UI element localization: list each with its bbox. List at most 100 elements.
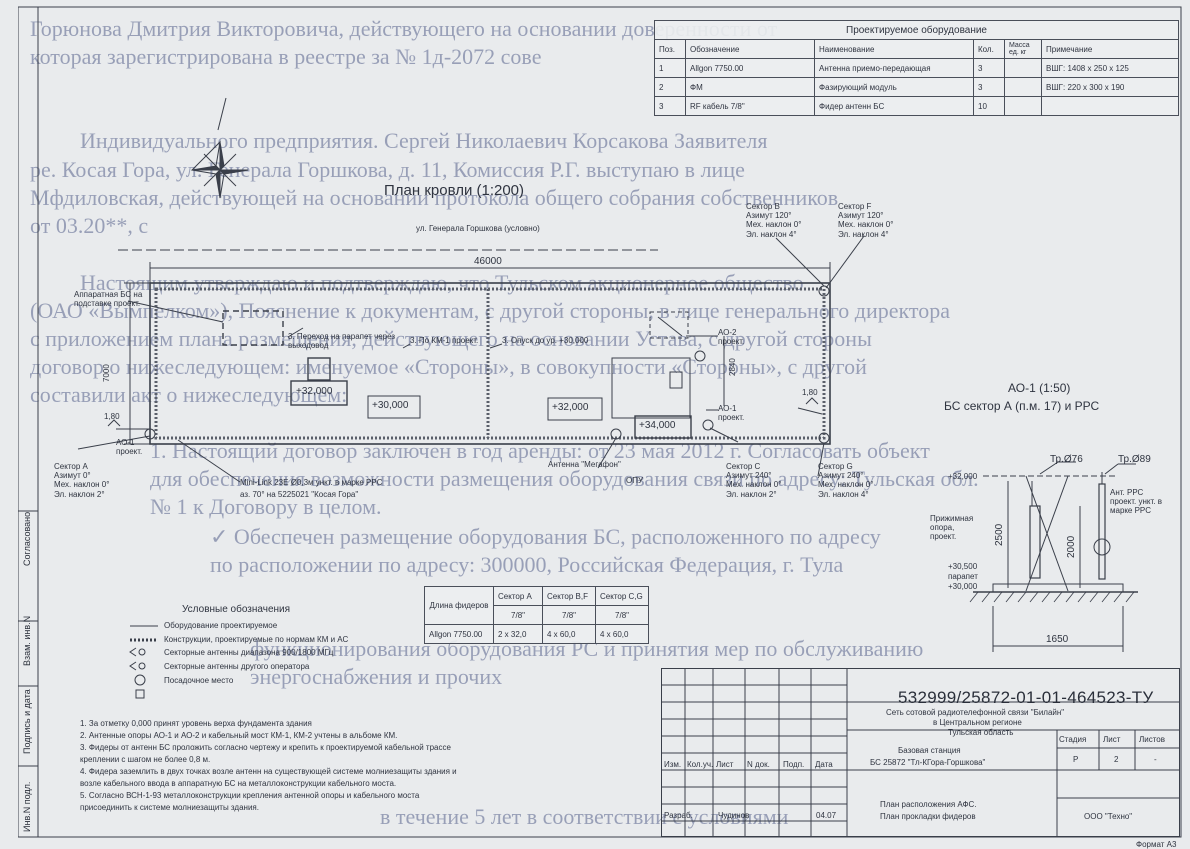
background-text-line: Индивидуального предприятия. Сергей Нико… xyxy=(80,128,768,153)
background-text-line: 1. Настоящий договор заключен в год арен… xyxy=(150,438,930,463)
table-cell: ВШГ: 1408 х 250 х 125 xyxy=(1041,58,1179,78)
legend-item: Оборудование проектируемое xyxy=(164,621,278,630)
table-cell: 10 xyxy=(973,96,1005,116)
sector-line: Эл. наклон 4° xyxy=(838,229,889,239)
equipment-table-title: Проектируемое оборудование xyxy=(654,20,1179,40)
background-text-line: ре. Косая Гора, ул. Генерала Горшкова, д… xyxy=(30,157,745,182)
table-cell: RF кабель 7/8" xyxy=(685,96,815,116)
table-cell: 1 xyxy=(654,58,686,78)
dimension-side: 7000 xyxy=(102,364,111,382)
title-date: 04.07 xyxy=(816,811,837,820)
detail-tag: Тр.Ø76 xyxy=(1050,454,1083,465)
level-mark: 1,80 xyxy=(802,388,818,397)
detail-dimension: 1650 xyxy=(1046,634,1069,645)
table-header: Сектор В,F xyxy=(542,586,596,606)
table-cell: Антенна приемо-передающая xyxy=(814,58,974,78)
level-mark: 1,80 xyxy=(104,412,120,421)
detail-tag: Тр.Ø89 xyxy=(1118,454,1151,465)
title-role: Разраб. xyxy=(664,811,693,820)
sector-line: Мех. наклон 0° xyxy=(838,220,894,230)
sheet-value: 2 xyxy=(1114,755,1119,764)
minilink-label: Mini-Link 23E Ø0,3м ункт. в маркe PPC xyxy=(240,478,383,487)
table-cell xyxy=(1004,77,1042,97)
title-person: Чудинов xyxy=(718,811,750,820)
sector-line: Сектор С xyxy=(726,462,761,471)
legend-item: Секторные антенны другого оператора xyxy=(164,662,310,671)
table-cell: 7/8" xyxy=(542,605,596,625)
title-col: Дата xyxy=(815,760,833,769)
legend-item: Посадочное место xyxy=(164,676,234,685)
detail-level: +30,000 xyxy=(948,582,978,591)
opu-label: ОПУ xyxy=(626,476,644,485)
table-cell xyxy=(1041,96,1179,116)
table-row: 2 ФМ Фазирующий модуль 3 ВШГ: 220 х 300 … xyxy=(654,77,1179,97)
table-cell: Фидер антенн БС xyxy=(814,96,974,116)
sector-line: Эл. наклон 4° xyxy=(818,489,869,499)
plan-title: План кровли (1:200) xyxy=(384,182,525,199)
table-cell xyxy=(1004,58,1042,78)
transition-label: 3. Переход на парапет через выходовод xyxy=(288,332,396,351)
sheet-header: Лист xyxy=(1103,735,1121,744)
background-text-line: Мфдиловская, действующей на основании пр… xyxy=(30,185,839,210)
table-header: Кол. xyxy=(973,39,1005,59)
sector-line: Мех. наклон 0° xyxy=(54,480,110,490)
table-cell xyxy=(1004,96,1042,116)
title-desc: Сеть сотовой радиотелефонной связи "Била… xyxy=(886,708,1065,717)
legend-item: Конструкции, проектируемые по нормам КМ … xyxy=(164,635,349,644)
compass-rose-icon xyxy=(190,97,249,199)
sector-line: Эл. наклон 4° xyxy=(746,229,797,239)
detail-support-label: Прижимная опора, проект. xyxy=(930,514,974,542)
sector-f-block: Сектор F Азимут 120° Мех. наклон 0° Эл. … xyxy=(838,202,893,239)
sector-line: Сектор А xyxy=(54,462,88,471)
note-line: 2. Антенные опоры АО-1 и АО-2 и кабельны… xyxy=(80,731,398,740)
table-header: Сектор А xyxy=(493,586,543,606)
background-text-line: ✓ Обеспечен размещение оборудования БС, … xyxy=(210,524,881,549)
sector-line: Сектор G xyxy=(818,462,853,471)
table-cell: 2 x 32,0 xyxy=(493,624,543,644)
side-stamp: Подпись и дата xyxy=(22,689,32,754)
table-cell: ФМ xyxy=(685,77,815,97)
drawing-geometry xyxy=(18,6,1182,838)
title-col: Кол.уч. xyxy=(687,760,714,769)
detail-dimension: 2000 xyxy=(1066,535,1077,558)
table-cell: 2 xyxy=(654,77,686,97)
table-cell: Allgon 7750.00 xyxy=(424,624,494,644)
sector-line: Азимут 240° xyxy=(726,471,772,481)
background-text-line: от 03.20**, с xyxy=(30,213,149,238)
title-col: Изм. xyxy=(664,760,682,769)
format-label: Формат А3 xyxy=(1136,840,1177,849)
detail-subtitle: БС сектор А (п.м. 17) и РРС xyxy=(944,399,1100,413)
detail-parapet-label: парапет xyxy=(948,572,978,581)
title-station: БС 25872 "Тл-КГора-Горшкова" xyxy=(870,758,986,767)
detail-title: АО-1 (1:50) xyxy=(1008,381,1071,395)
title-block-frame xyxy=(661,668,1180,837)
table-cell: 3 xyxy=(973,77,1005,97)
sector-line: Сектор В xyxy=(746,202,780,211)
table-cell: Фазирующий модуль xyxy=(814,77,974,97)
km1-label: 3. По КМ-1 проект. xyxy=(410,336,479,345)
table-header: Обозначение xyxy=(685,39,815,59)
megafon-label: Антенна "Мегафон" xyxy=(548,460,621,469)
table-cell: 7/8" xyxy=(595,605,649,625)
stage-value: Р xyxy=(1073,755,1079,764)
sheets-value: - xyxy=(1154,755,1157,764)
side-stamp: Инв.N подл. xyxy=(22,781,32,832)
table-header: Примечание xyxy=(1041,39,1179,59)
table-cell: 7/8" xyxy=(493,605,543,625)
side-stamp: Согласовано xyxy=(22,511,32,566)
plan-name: План прокладки фидеров xyxy=(880,812,976,821)
background-text-line: договор о нижеследующем: именуемое «Стор… xyxy=(30,354,867,379)
equipment-table: Проектируемое оборудование Поз. Обозначе… xyxy=(654,20,1179,116)
note-line: 5. Согласно ВСН-1-93 металлоконструкции … xyxy=(80,791,420,800)
notes-block: 1. За отметку 0,000 принят уровень верха… xyxy=(80,718,457,814)
detail-level: +32,000 xyxy=(948,472,978,481)
note-line: 3. Фидеры от антенн БС проложить согласн… xyxy=(80,743,451,752)
sector-c-block: Сектор С Азимут 240° Мех. наклон 0° Эл. … xyxy=(726,462,781,499)
background-text-line: (ОАО «Вымпелком»), Пояснение к документа… xyxy=(30,298,951,323)
sector-line: Мех. наклон 0° xyxy=(746,220,802,230)
stage-header: Стадия xyxy=(1059,735,1087,744)
sector-a-block: Сектор А Азимут 0° Мех. наклон 0° Эл. на… xyxy=(54,462,109,499)
azimuth-label: аз. 70° на 5225021 "Косая Гора" xyxy=(240,490,359,499)
background-text-line: с приложением плана размещения, действую… xyxy=(30,326,872,351)
table-cell: Allgon 7750.00 xyxy=(685,58,815,78)
